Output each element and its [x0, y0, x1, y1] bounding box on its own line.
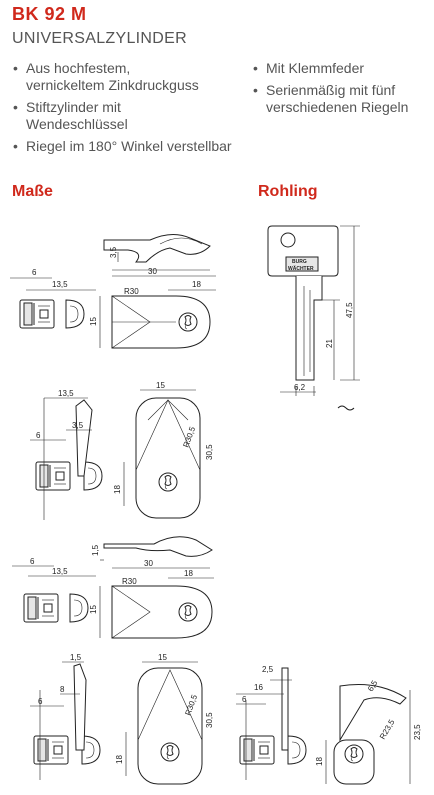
- dimension-label: R23,5: [378, 718, 397, 741]
- drawing-front-view-e: [325, 684, 411, 785]
- dimension-label: 47,5: [345, 302, 354, 318]
- drawing-front-view-c: [12, 565, 96, 623]
- drawing-side-view-e: [236, 667, 307, 780]
- drawing-side-view-d: [30, 661, 101, 780]
- key-brand-label: WÄCHTER: [288, 265, 314, 272]
- dimension-label: 6: [38, 697, 43, 706]
- dimension-label: 18: [192, 280, 201, 289]
- dimension-label: 30,5: [205, 444, 214, 460]
- dimension-label: 30,5: [205, 712, 214, 728]
- feature-line: Riegel im 180° Winkel verstellbar: [26, 138, 232, 154]
- feature-item: • Aus hochfestem, vernickeltem Zinkdruck…: [12, 60, 262, 94]
- drawing-top-view-c: [99, 585, 213, 639]
- dimension-label: 18: [115, 755, 124, 764]
- key-brand-label: BURG: [292, 259, 307, 265]
- feature-line: Mit Klemmfeder: [266, 60, 365, 76]
- bullet-icon: •: [13, 138, 18, 154]
- dimension-label: 6: [242, 695, 247, 704]
- dimension-label: 15: [89, 317, 98, 326]
- dimension-label: 2,5: [262, 665, 274, 674]
- dimension-label: 6: [32, 268, 37, 277]
- section-heading-dimensions: Maße: [12, 183, 53, 200]
- bullet-icon: •: [13, 60, 18, 76]
- dimension-label: R30: [122, 577, 137, 586]
- dimension-label: 6,2: [294, 383, 306, 392]
- product-title: BK 92 M: [12, 4, 87, 24]
- dimension-label: 18: [184, 569, 193, 578]
- drawing-side-view-c: [100, 536, 214, 579]
- feature-list-right: • Mit Klemmfeder • Serienmäßig mit fünf …: [252, 60, 432, 121]
- dimension-label: 15: [156, 381, 165, 390]
- drawing-side-view-a: [103, 234, 211, 271]
- drawing-front-view-b: [123, 389, 201, 519]
- drawing-front-view-a: [10, 277, 96, 329]
- feature-item: • Stiftzylinder mit Wendeschlüssel: [12, 99, 262, 133]
- feature-item: • Serienmäßig mit fünf verschiedenen Rie…: [252, 82, 432, 116]
- product-subtitle: UNIVERSALZYLINDER: [12, 30, 187, 47]
- dimension-label: R30: [124, 287, 139, 296]
- dimension-label: 15: [89, 605, 98, 614]
- bullet-icon: •: [253, 60, 258, 76]
- section-heading-blank: Rohling: [258, 183, 318, 200]
- bullet-icon: •: [13, 99, 18, 115]
- feature-list-left: • Aus hochfestem, vernickeltem Zinkdruck…: [12, 60, 262, 160]
- drawing-front-view-d: [125, 661, 203, 785]
- dimension-label: 30: [144, 559, 153, 568]
- dimension-label: 1,5: [91, 544, 100, 556]
- dimension-label: 13,5: [58, 389, 74, 398]
- dimension-label: 1,5: [70, 653, 82, 662]
- dimension-label: 3,5: [72, 421, 84, 430]
- dimension-label: 13,5: [52, 567, 68, 576]
- dimension-label: 18: [315, 757, 324, 766]
- feature-line: Wendeschlüssel: [26, 116, 128, 132]
- feature-line: verschiedenen Riegeln: [266, 99, 409, 115]
- bullet-icon: •: [253, 82, 258, 98]
- dimension-label: 8: [60, 685, 65, 694]
- dimension-label: 6: [36, 431, 41, 440]
- dimension-label: 15: [158, 653, 167, 662]
- feature-line: vernickeltem Zinkdruckguss: [26, 77, 199, 93]
- dimension-label: 13,5: [52, 280, 68, 289]
- dimension-label: 18: [113, 485, 122, 494]
- feature-item: • Riegel im 180° Winkel verstellbar: [12, 138, 262, 155]
- feature-line: Stiftzylinder mit: [26, 99, 121, 115]
- drawing-top-view-a: [99, 295, 211, 349]
- dimension-label: 21: [325, 339, 334, 348]
- dimension-label: 23,5: [413, 724, 422, 740]
- feature-line: Aus hochfestem,: [26, 60, 131, 76]
- key-blank-drawing: [267, 225, 360, 411]
- drawing-side-view-b: [30, 397, 103, 520]
- dimension-label: 16: [254, 683, 263, 692]
- dimension-label: 3,5: [109, 246, 118, 258]
- feature-line: Serienmäßig mit fünf: [266, 82, 396, 98]
- dimension-label: 30: [148, 267, 157, 276]
- dimension-label: 6: [30, 557, 35, 566]
- feature-item: • Mit Klemmfeder: [252, 60, 432, 77]
